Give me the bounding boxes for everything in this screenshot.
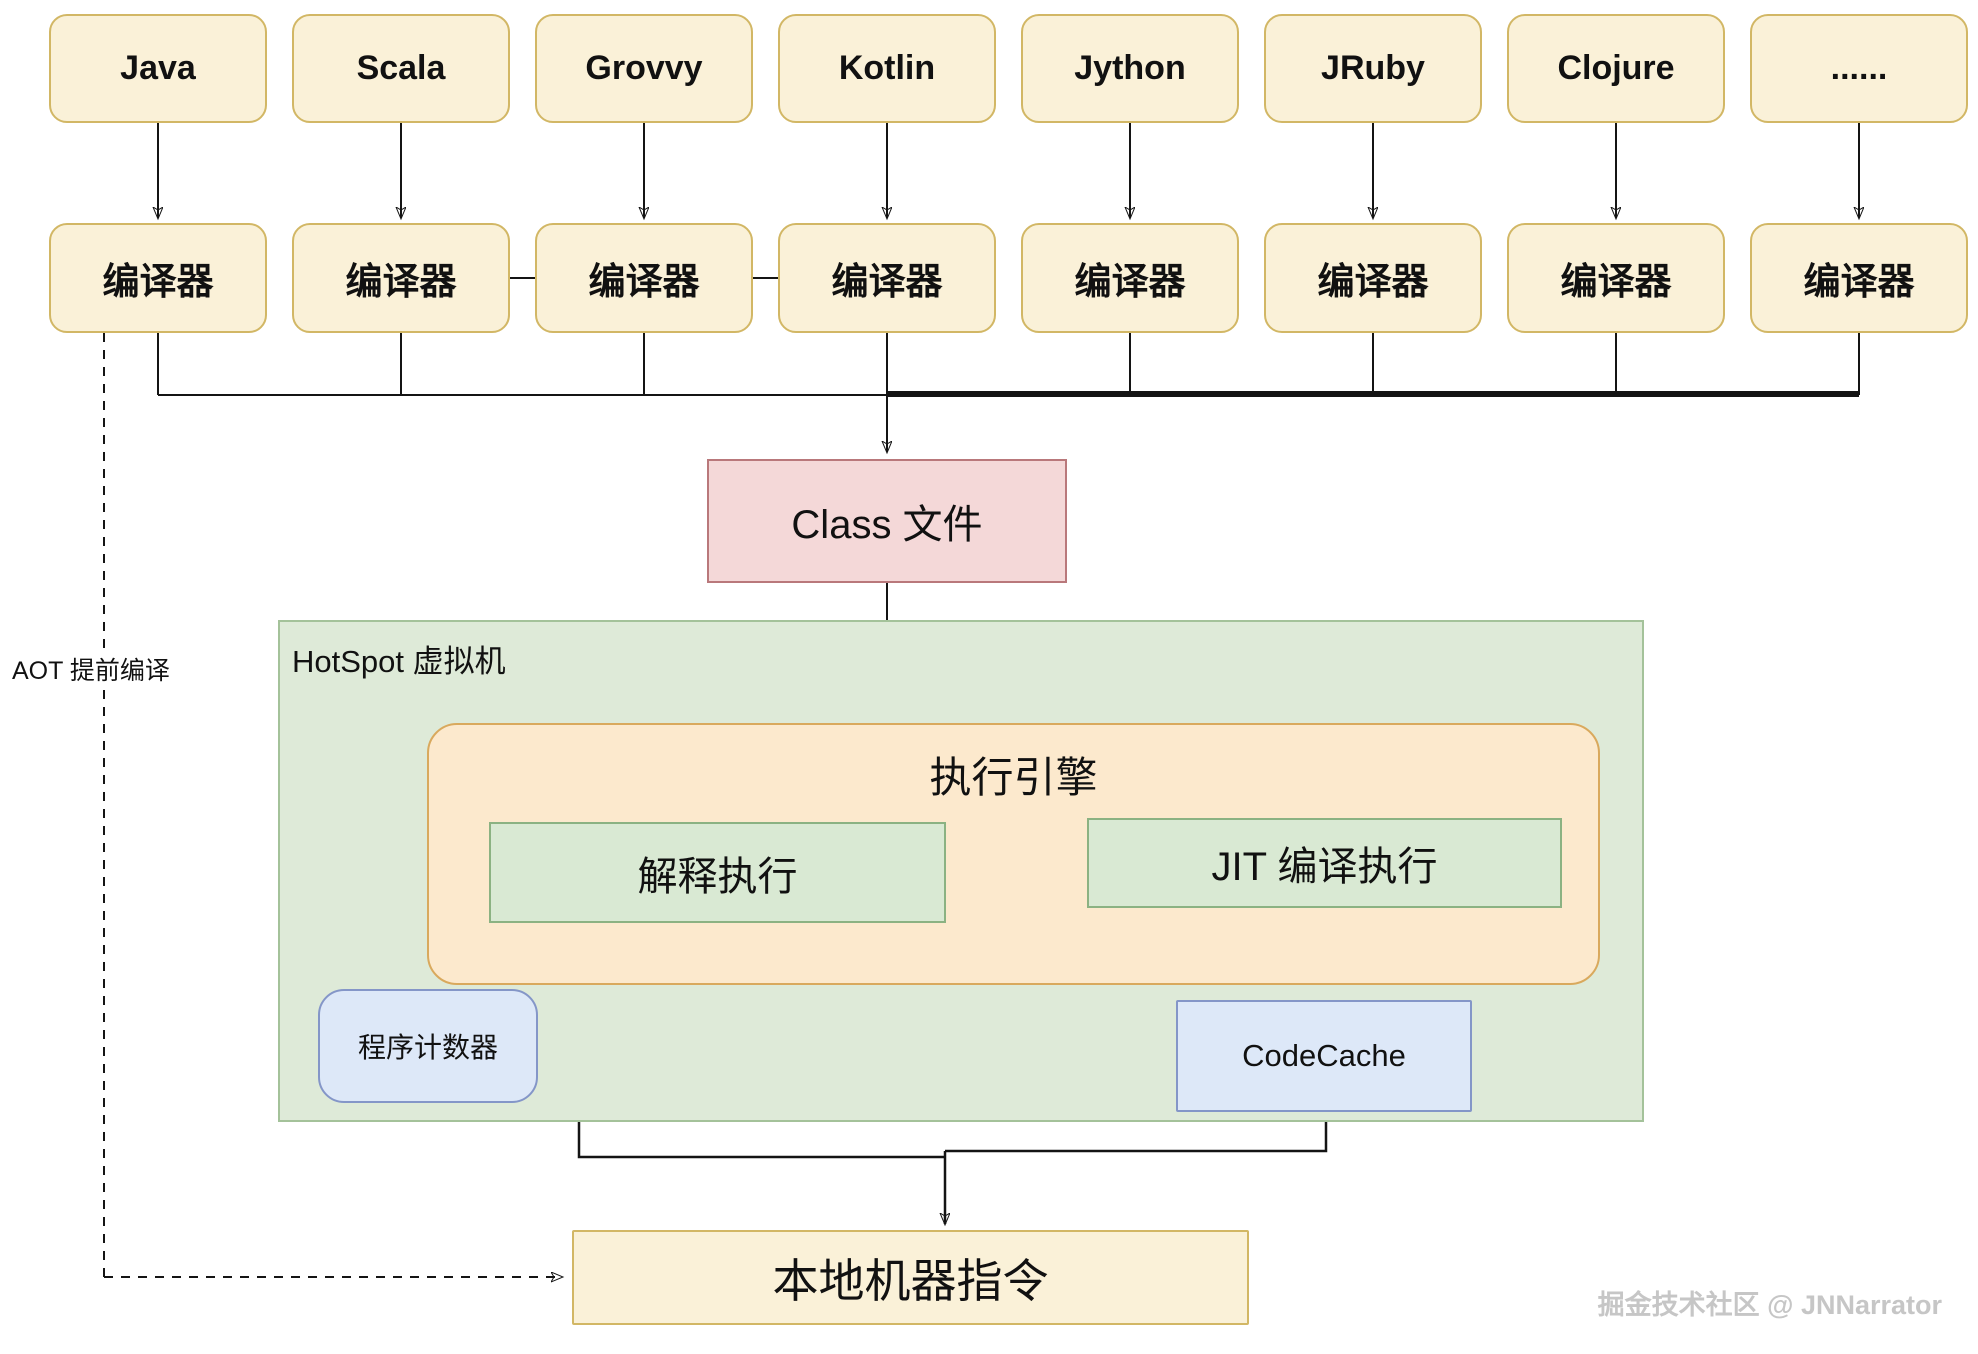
execution-engine-label: 执行引擎 [929,754,1098,801]
native-instructions-box: 本地机器指令 [572,1230,1249,1325]
compiler-box-kotlin: 编译器 [778,223,996,333]
language-box-jruby: JRuby [1264,14,1482,123]
hotspot-vm-label: HotSpot 虚拟机 [292,644,506,679]
language-box-grovvy: Grovvy [535,14,753,123]
jit-compiler-box: JIT 编译执行 [1087,818,1562,908]
aot-compile-label: AOT 提前编译 [8,651,174,687]
compiler-box-jruby: 编译器 [1264,223,1482,333]
watermark-text: 掘金技术社区 @ JNNarrator [1597,1290,1942,1320]
compiler-box-clojure: 编译器 [1507,223,1725,333]
class-file-box: Class 文件 [707,459,1067,583]
compiler-box-jython: 编译器 [1021,223,1239,333]
compiler-box-scala: 编译器 [292,223,510,333]
interpreter-box: 解释执行 [489,822,946,923]
language-box-jython: Jython [1021,14,1239,123]
compiler-box-grovvy: 编译器 [535,223,753,333]
language-box-scala: Scala [292,14,510,123]
pc-register-box: 程序计数器 [318,989,538,1103]
compiler-box-java: 编译器 [49,223,267,333]
language-box-clojure: Clojure [1507,14,1725,123]
language-box-others: ...... [1750,14,1968,123]
language-box-java: Java [49,14,267,123]
code-cache-box: CodeCache [1176,1000,1472,1112]
compiler-box-others: 编译器 [1750,223,1968,333]
language-box-kotlin: Kotlin [778,14,996,123]
